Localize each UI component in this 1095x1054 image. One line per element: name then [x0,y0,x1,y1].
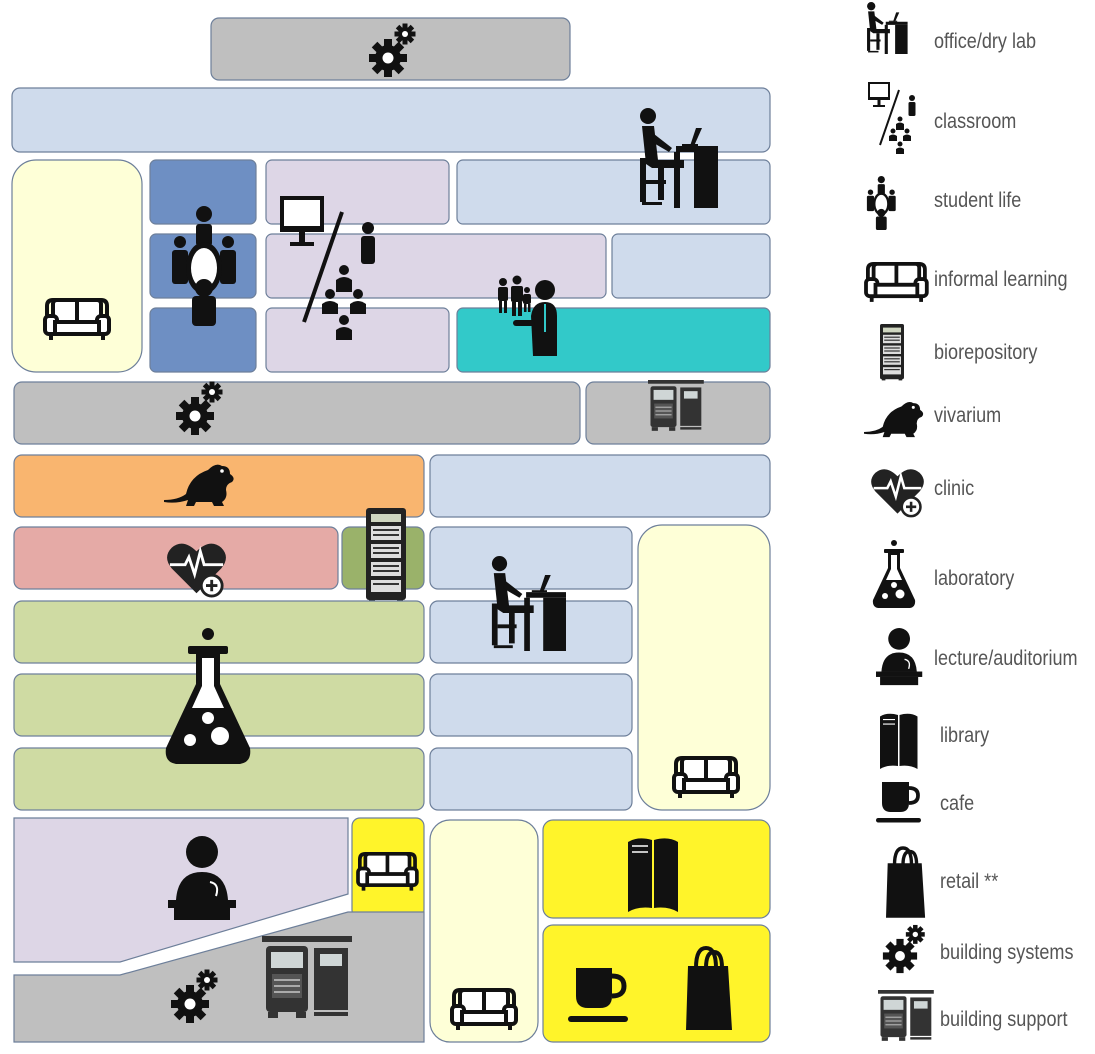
informal-learning-icon [672,756,740,800]
legend-laboratory-icon [872,540,916,608]
legend-informal-learning-icon [864,261,929,304]
legend-lecture-auditorium-icon [875,627,923,686]
legend-label-laboratory: laboratory [934,567,1015,590]
informal-learning-block-bottom [429,819,539,1043]
office-room-5 [429,600,633,664]
biorepository-icon [366,508,406,602]
legend-vivarium-icon [864,401,924,438]
legend-icons [864,2,935,1042]
office-room-6 [429,673,633,737]
office-room-7 [429,747,633,811]
legend-retail-icon [884,846,927,920]
office-room-4 [429,526,633,590]
building-support-icon [261,935,353,1019]
legend-building-systems-icon [882,924,925,974]
legend-label-clinic: clinic [934,477,975,500]
legend-label-library: library [940,724,990,747]
legend-label-vivarium: vivarium [934,404,1002,427]
classroom-room-3 [265,307,450,373]
legend-cafe-icon [874,780,923,825]
office-room-1 [456,159,771,225]
legend-office-dry-lab-icon [867,2,908,54]
legend-clinic-icon [869,467,926,518]
legend-label-biorepository: biorepository [934,341,1038,364]
building-support-icon [647,379,705,432]
office-room-2 [611,233,771,299]
legend-label-student-life: student life [934,189,1022,212]
legend-label-office-dry-lab: office/dry lab [934,30,1037,53]
legend-label-informal-learning: informal learning [934,268,1068,291]
informal-learning-icon [450,988,518,1032]
patient-area [456,307,771,373]
informal-learning-block-left [11,159,143,373]
legend-biorepository-icon [880,324,904,381]
office-room-3 [429,454,771,518]
informal-learning-icon [43,298,111,342]
legend-label-building-systems: building systems [940,941,1074,964]
building-systems-band [13,381,581,445]
office-band-top [11,87,771,153]
legend-student-life-icon [866,176,896,230]
legend-building-support-icon [877,989,935,1042]
informal-learning-block-right [637,524,771,811]
building-support-block-mid [585,381,771,445]
legend-label-cafe: cafe [940,792,975,815]
legend-label-lecture-auditorium: lecture/auditorium [934,647,1078,670]
legend-classroom-icon [867,81,917,155]
legend-label-classroom: classroom [934,110,1017,133]
legend-label-retail: retail ** [940,870,999,893]
legend-label-building-support: building support [940,1008,1068,1031]
informal-learning-icon [356,851,419,893]
legend-library-icon [879,713,919,770]
